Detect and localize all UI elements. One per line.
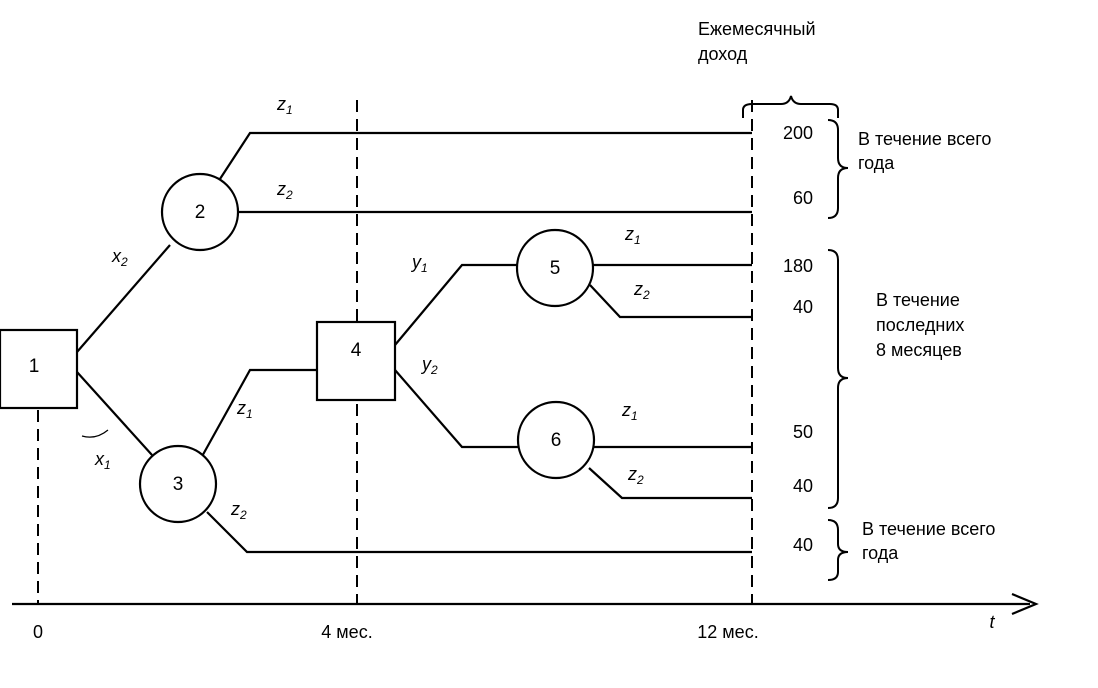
branch-2-z1	[217, 131, 752, 183]
branch-x1	[76, 371, 153, 456]
branch-x2	[76, 244, 171, 353]
period-year-line-2: года	[858, 153, 895, 173]
node-5: 5	[515, 228, 595, 308]
tick-mark	[81, 429, 109, 438]
axis-label-12: 12 мес.	[697, 622, 758, 642]
node-4: 4	[315, 320, 397, 402]
period-last-line-2: последних	[876, 315, 964, 335]
brace-year-top	[827, 119, 849, 219]
branch-lines	[76, 131, 752, 554]
income-value: 60	[793, 188, 813, 208]
label-x2: x2	[111, 246, 128, 269]
period-year2-line-1: В течение всего	[862, 519, 995, 539]
node-3: 3	[138, 444, 218, 524]
branch-3-z2	[206, 511, 752, 554]
axis-variable: t	[989, 612, 995, 632]
node-3-label: 3	[173, 474, 184, 495]
income-value: 200	[783, 123, 813, 143]
node-1: 1	[0, 328, 79, 410]
income-value: 40	[793, 297, 813, 317]
node-2-label: 2	[195, 202, 206, 223]
node-1-label: 1	[29, 356, 40, 377]
label-6-z1: z1	[621, 400, 638, 423]
node-6: 6	[516, 400, 596, 480]
axis-label-4: 4 мес.	[321, 622, 372, 642]
brace-year-bottom	[827, 519, 849, 581]
income-value: 40	[793, 535, 813, 555]
period-last-line-3: 8 месяцев	[876, 340, 962, 360]
income-value: 180	[783, 256, 813, 276]
label-6-z2: z2	[627, 464, 644, 487]
label-2-z2: z2	[276, 179, 293, 202]
label-y1: y1	[410, 252, 428, 275]
period-year2-line-2: года	[862, 543, 899, 563]
time-axis-arrow	[1011, 592, 1039, 616]
header-brace	[742, 95, 839, 118]
branch-5-z2	[589, 284, 752, 319]
income-value: 40	[793, 476, 813, 496]
header-line-2: доход	[698, 44, 748, 64]
period-year-line-1: В течение всего	[858, 129, 991, 149]
label-5-z1: z1	[624, 224, 641, 247]
label-3-z2: z2	[230, 499, 247, 522]
axis-label-0: 0	[33, 622, 43, 642]
period-last-line-1: В течение	[876, 290, 960, 310]
income-value: 50	[793, 422, 813, 442]
branch-y2	[394, 369, 518, 449]
label-y2: y2	[420, 354, 438, 377]
node-6-label: 6	[551, 430, 562, 451]
label-x1: x1	[94, 449, 111, 472]
branch-y1	[394, 263, 517, 346]
brace-last-months	[827, 249, 849, 509]
branch-3-z1	[199, 368, 317, 461]
label-3-z1: z1	[236, 398, 253, 421]
node-2: 2	[160, 172, 240, 252]
label-5-z2: z2	[633, 279, 650, 302]
header-line-1: Ежемесячный	[698, 19, 816, 39]
label-2-z1: z1	[276, 94, 293, 117]
node-5-label: 5	[550, 258, 561, 279]
branch-6-z2	[588, 467, 752, 500]
node-4-label: 4	[351, 340, 362, 361]
